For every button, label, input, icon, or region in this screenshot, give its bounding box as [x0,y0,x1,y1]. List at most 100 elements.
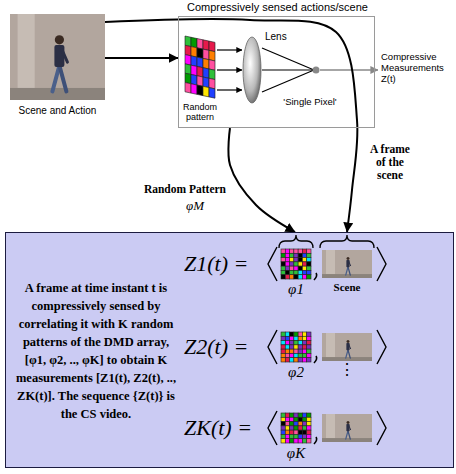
connector-arrow [228,128,295,232]
pattern-cell [298,430,302,434]
pattern-cell [302,253,306,257]
pattern-cell [197,48,203,59]
pattern-cell [307,417,311,421]
pattern-cell [302,345,306,349]
pattern-cell [290,249,294,253]
output-arrow [320,69,378,71]
torso [346,260,349,267]
pattern-cell [294,422,298,426]
panel-paragraph: A frame at time instant t is compressive… [12,279,180,423]
pattern-cell [290,270,294,274]
pattern-cell [290,426,294,430]
scene-image [10,14,105,100]
pattern-cell [285,434,289,438]
part-label: Lens [265,31,299,43]
pattern-cell [290,353,294,357]
pattern-cell [285,253,289,257]
pattern-cell [307,275,311,279]
pattern-cell [302,417,306,421]
pattern-cell [290,345,294,349]
pattern-cell [298,422,302,426]
pattern-cell [302,413,306,417]
pattern-cell [285,439,289,443]
light-ray [262,48,314,70]
pattern-cell [209,88,215,99]
pattern-cell [285,430,289,434]
pattern-cell [307,341,311,345]
pattern-cell [209,41,215,52]
pattern-cell [294,275,298,279]
pattern-cell [285,258,289,262]
pattern-cell [294,332,298,336]
pattern-cell [281,349,285,353]
pattern-cell [307,422,311,426]
symbol-label: φ2 [278,364,314,381]
pattern-cell [203,40,209,51]
pattern-cell [307,336,311,340]
part-label: Random pattern [176,102,224,123]
comma [314,273,317,280]
pattern-cell [307,434,311,438]
photo-caption: Scene and Action [10,105,105,117]
pattern-cell [290,417,294,421]
wall [10,14,105,100]
pattern-cell [294,262,298,266]
pattern-cell [281,336,285,340]
pattern-cell [302,434,306,438]
wall-band [326,414,335,438]
pattern-cell [281,430,285,434]
pattern-cell [197,85,203,96]
pattern-cell [290,434,294,438]
pattern-cell [203,68,209,79]
pattern-cell [307,426,311,430]
pattern-cell [191,56,197,67]
pattern-cell [302,358,306,362]
pattern-cell [307,332,311,336]
leg [346,350,348,358]
pattern-cell [191,37,197,48]
pattern-cell [302,341,306,345]
pattern-cell [302,426,306,430]
pattern-cell [294,249,298,253]
edge-label: A frame of the scene [366,143,414,183]
wall [322,333,372,361]
pattern-cell [185,45,191,56]
angle-bracket [268,330,277,364]
curly-brace [279,235,313,248]
pattern-cell [290,266,294,270]
pattern-cell [307,358,311,362]
pattern-cell [290,253,294,257]
pattern-cell [294,353,298,357]
pattern-cell [290,358,294,362]
output-label: Compressive Measurements Z(t) [381,52,453,85]
equation-label: Z2(t) = [184,334,266,359]
pattern-cell [294,349,298,353]
pattern-cell [185,83,191,94]
pattern-cell [298,332,302,336]
random-pattern [281,413,311,443]
pattern-cell [298,253,302,257]
wall [322,414,372,442]
angle-bracket [377,411,386,445]
light-ray [262,69,314,70]
panel-fill [5,232,454,468]
pattern-cell [294,417,298,421]
pattern-cell [209,60,215,71]
pattern-cell [191,65,197,76]
pattern-cell [298,266,302,270]
angle-bracket [268,247,277,281]
arm [349,425,351,429]
leg [348,350,350,358]
pattern-cell [290,413,294,417]
pattern-cell [197,76,203,87]
pattern-cell [298,358,302,362]
pattern-cell [307,439,311,443]
pattern-cell [307,270,311,274]
pattern-cell [294,341,298,345]
pattern-cell [281,413,285,417]
leg [52,66,59,92]
arm [349,261,351,265]
scene-image [322,333,372,361]
pattern-cell [281,353,285,357]
